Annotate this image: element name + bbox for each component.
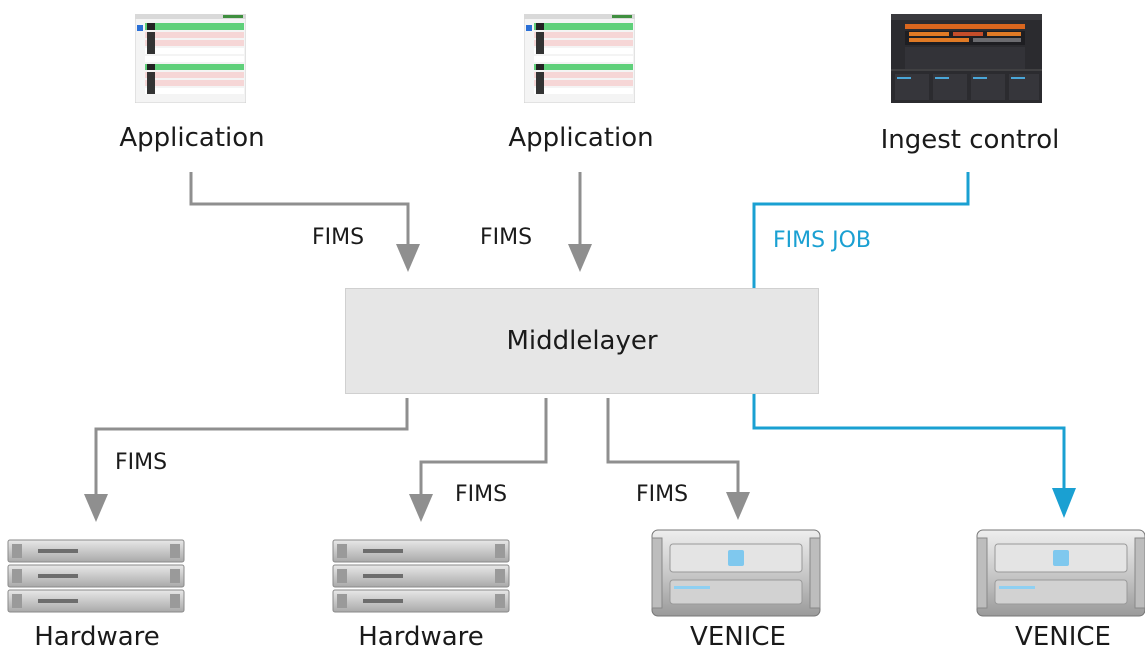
connector-app-center-to-middlelayer [568, 172, 592, 272]
node-label-application-left: Application [119, 123, 265, 153]
connector-label-app-center: FIMS [480, 225, 533, 250]
node-label-hardware-left: Hardware [34, 622, 160, 652]
connector-app-left-to-middlelayer [189, 172, 420, 272]
connector-middlelayer-to-hardware-left [84, 398, 409, 522]
connector-label-hardware-center: FIMS [455, 482, 508, 507]
node-label-hardware-center: Hardware [358, 622, 484, 652]
venice-server-icon [651, 529, 821, 617]
ingest-control-screenshot-icon [891, 14, 1042, 103]
connector-label-hardware-left: FIMS [115, 450, 168, 475]
connector-label-venice-left: FIMS [636, 482, 689, 507]
middlelayer-label: Middlelayer [506, 326, 658, 356]
rack-server-icon [332, 539, 510, 613]
middlelayer-box: Middlelayer [345, 288, 819, 394]
node-label-application-center: Application [508, 123, 654, 153]
venice-server-icon [976, 529, 1145, 617]
connector-middlelayer-to-hardware-center [409, 398, 548, 522]
node-label-venice-left: VENICE [690, 622, 786, 652]
node-label-ingest-control: Ingest control [880, 125, 1060, 155]
node-label-venice-right: VENICE [1015, 622, 1111, 652]
application-screenshot-icon [524, 14, 635, 103]
application-screenshot-icon [135, 14, 246, 103]
connector-ingest-to-venice [752, 172, 1076, 518]
connector-label-ingest-job: FIMS JOB [773, 228, 871, 253]
rack-server-icon [7, 539, 185, 613]
connector-label-app-left: FIMS [312, 225, 365, 250]
connector-middlelayer-to-venice-left [606, 398, 750, 520]
